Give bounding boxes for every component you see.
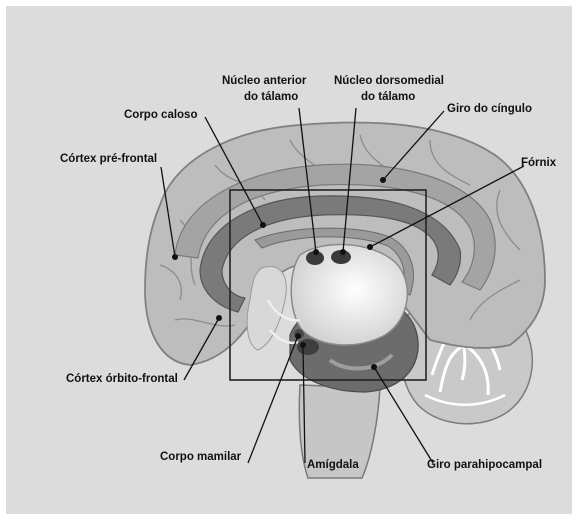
label-nucleo-dorsomedial-line1: Núcleo dorsomedial [334, 75, 444, 87]
label-cortex-orbito-frontal: Córtex órbito-frontal [66, 373, 178, 385]
label-nucleo-dorsomedial-line2: do tálamo [361, 91, 415, 103]
label-giro-parahipocampal: Giro parahipocampal [427, 459, 542, 471]
label-amigdala: Amígdala [307, 459, 359, 471]
label-corpo-caloso: Corpo caloso [124, 109, 197, 121]
label-cortex-pre-frontal: Córtex pré-frontal [60, 153, 157, 165]
label-nucleo-anterior-line1: Núcleo anterior [222, 75, 307, 87]
amygdala [297, 339, 319, 355]
label-nucleo-anterior-line2: do tálamo [244, 91, 298, 103]
label-fornix: Fórnix [521, 157, 557, 169]
label-corpo-mamilar: Corpo mamilar [160, 451, 242, 463]
label-giro-cingulo: Giro do cíngulo [447, 103, 532, 115]
